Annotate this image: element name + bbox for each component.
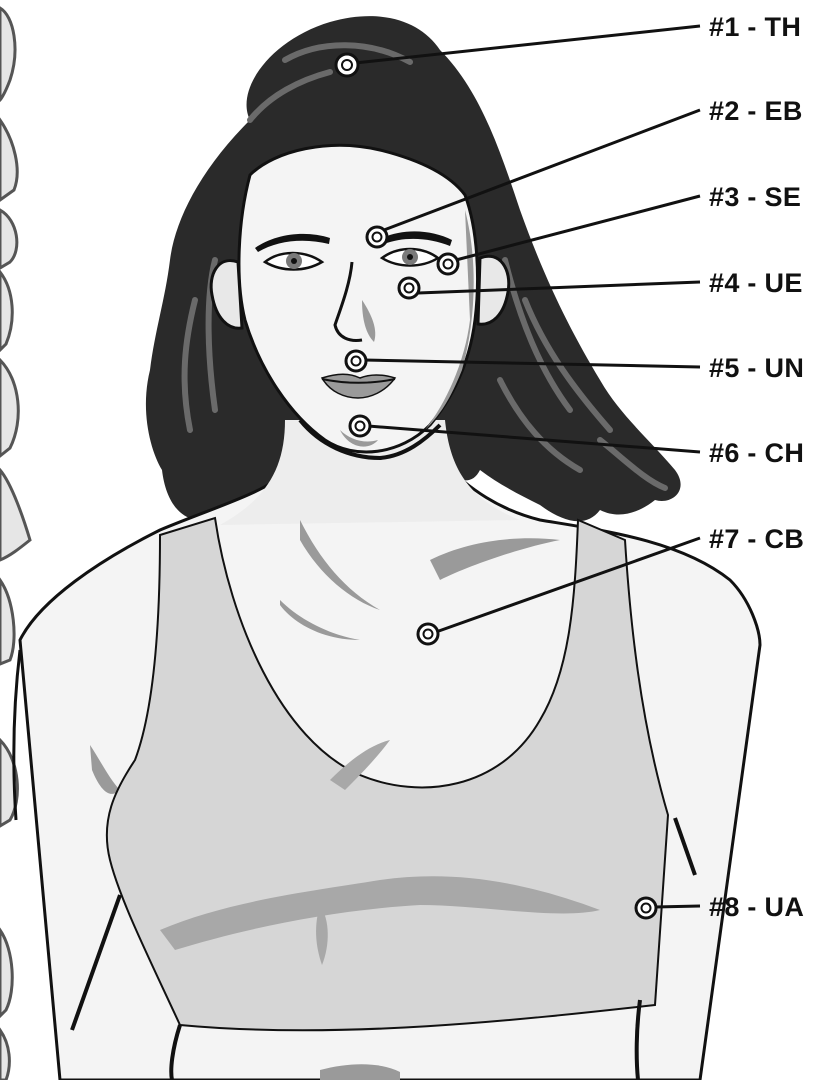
label-point-8: #8 - UA bbox=[709, 892, 804, 922]
label-point-3: #3 - SE bbox=[709, 182, 801, 212]
label-point-5: #5 - UN bbox=[709, 353, 804, 383]
tapping-point-circle-icon bbox=[399, 278, 419, 298]
label-point-4: #4 - UE bbox=[709, 268, 803, 298]
label-point-6: #6 - CH bbox=[709, 438, 804, 468]
left-edge-figure bbox=[0, 8, 30, 1080]
tapping-point-circle-icon bbox=[336, 54, 358, 76]
leader-line-8 bbox=[655, 906, 700, 907]
tapping-point-circle-icon bbox=[636, 898, 656, 918]
label-point-1: #1 - TH bbox=[709, 12, 801, 42]
tapping-point-circle-icon bbox=[367, 227, 387, 247]
tapping-point-circle-icon bbox=[418, 624, 438, 644]
label-point-2: #2 - EB bbox=[709, 96, 803, 126]
tapping-point-circle-icon bbox=[350, 416, 370, 436]
tapping-point-circle-icon bbox=[346, 351, 366, 371]
label-point-7: #7 - CB bbox=[709, 524, 804, 554]
tapping-point-circle-icon bbox=[438, 254, 458, 274]
